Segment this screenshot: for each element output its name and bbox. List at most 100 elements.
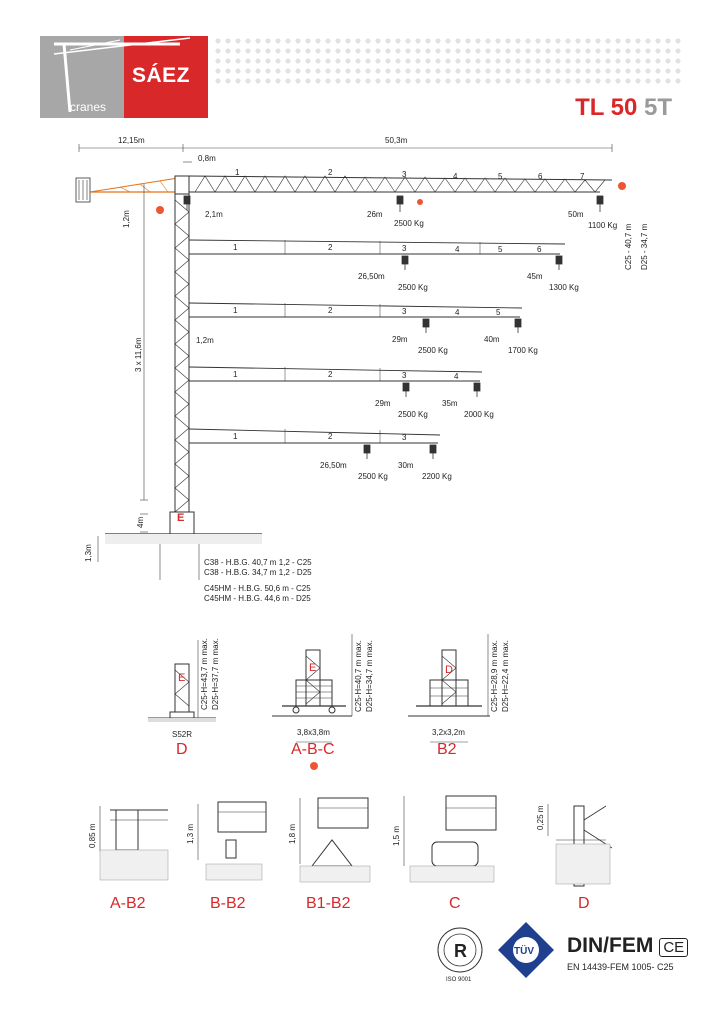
base-abc-height: C25-H=40,7 m max. [354, 640, 363, 712]
detail-label: B-B2 [210, 895, 246, 912]
dot-pattern-band [213, 36, 683, 84]
segment-label: 6 [538, 172, 543, 181]
brand-name: SÁEZ [132, 64, 191, 87]
model-title: TL 50 5T [575, 94, 672, 122]
detail-dim: 1,5 m [392, 825, 401, 846]
tip-radius: 40m [484, 335, 500, 344]
base-section: 4m [136, 516, 145, 528]
tip-load: 1300 Kg [549, 283, 579, 292]
svg-text:R: R [454, 941, 467, 961]
counterjib-length: 12,15m [118, 136, 145, 145]
inner-radius: 26,50m [358, 272, 385, 281]
inner-load: 2500 Kg [394, 219, 424, 228]
standard-label: EN 14439-FEM 1005- C25 [567, 962, 674, 972]
din-fem-label: DIN/FEM [567, 934, 654, 957]
detail-label: A-B2 [110, 895, 146, 912]
base-label: D [176, 741, 188, 758]
pivot-height: 1,2m [122, 210, 131, 228]
offset-mid: 1,2m [196, 336, 214, 345]
segment-label: 4 [453, 172, 458, 181]
detail-dim: 0,25 m [536, 805, 545, 830]
pivot-marker-icon [156, 206, 164, 214]
segment-label: 5 [498, 245, 503, 254]
hbg-line: C45HM - H.B.G. 50,6 m - C25 [204, 584, 311, 593]
segment-label: 1 [235, 168, 240, 177]
base-letter: E [309, 662, 317, 674]
crane-elevation-drawing [75, 144, 626, 580]
segment-label: 5 [498, 172, 503, 181]
inner-radius: 26m [367, 210, 383, 219]
radius-label-c25: C25 - 40,7 m [624, 223, 633, 270]
inner-radius: 26,50m [320, 461, 347, 470]
segment-label: 4 [455, 245, 460, 254]
foundation-height: 1,3m [84, 544, 93, 562]
hbg-line: C38 - H.B.G. 34,7 m 1,2 - D25 [204, 568, 312, 577]
model-name: TL 50 [575, 94, 638, 121]
inner-load: 2500 Kg [358, 472, 388, 481]
segment-label: 7 [580, 172, 585, 181]
segment-label: 3 [402, 371, 407, 380]
offset-top: 0,8m [198, 154, 216, 163]
certification-logos: R ISO 9001 TÜV [437, 922, 554, 983]
base-label: B2 [437, 741, 457, 758]
tip-radius: 35m [442, 399, 458, 408]
detail-dim: 1,8 m [288, 823, 297, 844]
logo: SÁEZ cranes [40, 36, 208, 118]
iso-cert-icon: R ISO 9001 [437, 927, 483, 983]
segment-label: 5 [496, 308, 501, 317]
ce-mark: CE [659, 938, 689, 957]
segment-label: 1 [233, 370, 238, 379]
base-b2-height: D25-H=22,4 m max. [501, 640, 510, 712]
base-abc-height: D25-H=34,7 m max. [365, 640, 374, 712]
inner-load: 2500 Kg [398, 283, 428, 292]
base-dim: 3,8x3,8m [297, 728, 330, 737]
radius-label-d25: D25 - 34,7 m [640, 223, 649, 270]
tip-load: 2200 Kg [422, 472, 452, 481]
segment-label: 1 [233, 432, 238, 441]
segment-label: 2 [328, 168, 333, 177]
detail-dim: 1,3 m [186, 823, 195, 844]
segment-label: 2 [328, 370, 333, 379]
crane-logo-icon [53, 37, 191, 113]
iso-label: ISO 9001 [446, 977, 472, 983]
base-label: A-B-C [291, 741, 335, 758]
model-capacity: 5T [643, 94, 672, 121]
segment-label: 4 [455, 308, 460, 317]
detail-label: D [578, 895, 590, 912]
tuv-cert-icon: TÜV [498, 922, 554, 978]
base-d-height: D25-H=37,7 m max. [211, 638, 220, 710]
segment-label: 3 [402, 433, 407, 442]
segment-label: 2 [328, 432, 333, 441]
detail-dim: 0,85 m [88, 823, 97, 848]
segment-label: 3 [402, 170, 407, 179]
base-types-drawing [148, 634, 490, 770]
segment-label: 2 [328, 243, 333, 252]
brand-sub: cranes [70, 100, 107, 114]
tip-radius: 30m [398, 461, 414, 470]
inner-radius: 29m [392, 335, 408, 344]
detail-label: C [449, 895, 461, 912]
tip-radius: 45m [527, 272, 543, 281]
detail-label: B1-B2 [306, 895, 351, 912]
segment-label: 4 [454, 372, 459, 381]
jib-length: 50,3m [385, 136, 408, 145]
segment-label: 1 [233, 306, 238, 315]
mast-sections: 3 x 11,6m [134, 337, 143, 372]
inner-load: 2500 Kg [398, 410, 428, 419]
base-d-height: C25-H=43,7 m max. [200, 638, 209, 710]
mast-letter: E [177, 512, 185, 524]
foundation-details-drawing [99, 795, 613, 887]
hbg-line: C38 - H.B.G. 40,7 m 1,2 - C25 [204, 558, 312, 567]
tuv-label: TÜV [514, 944, 534, 957]
base-letter: D [445, 664, 453, 676]
segment-label: 3 [402, 244, 407, 253]
segment-label: 1 [233, 243, 238, 252]
tip-load: 1700 Kg [508, 346, 538, 355]
base-dim: 3,2x3,2m [432, 728, 465, 737]
base-sub: S52R [172, 730, 193, 739]
inner-load: 2500 Kg [418, 346, 448, 355]
offset-cab: 2,1m [205, 210, 223, 219]
tip-radius: 50m [568, 210, 584, 219]
segment-label: 6 [537, 245, 542, 254]
segment-label: 3 [402, 307, 407, 316]
